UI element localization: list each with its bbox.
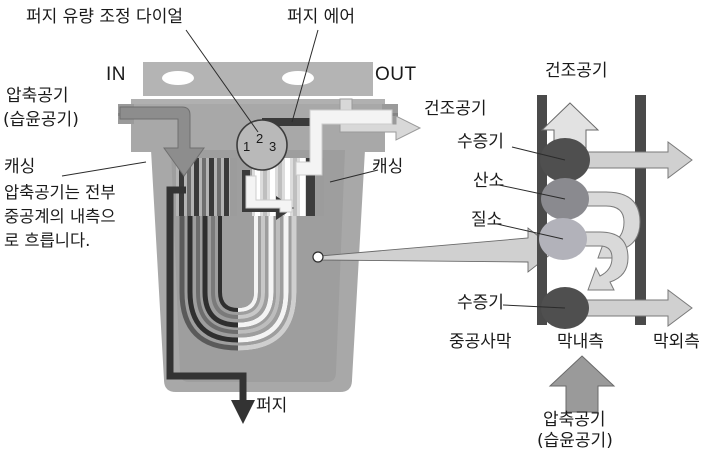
humid-air-in-arrow [548, 355, 616, 413]
port-out-label: OUT [375, 64, 417, 85]
casing-note-line-3: 로 흐릅니다. [4, 231, 91, 250]
callout-purge-air: 퍼지 에어 [287, 7, 355, 27]
callout-purge-flow-dial: 퍼지 유량 조정 다이얼 [26, 7, 183, 27]
membrane-wall-outer [635, 95, 646, 325]
casing-label-right: 캐싱 [372, 157, 404, 177]
hollow-fiber-bundle [176, 158, 324, 351]
inlet-label-compressed-air: 압축공기 [6, 86, 69, 106]
detail-label-membrane-inside: 막내측 [557, 332, 604, 352]
detail-label-water-vapor: 수증기 [457, 132, 504, 152]
dial-number-1: 1 [243, 139, 251, 154]
detail-top-label-dry-air: 건조공기 [545, 61, 608, 81]
detail-inlet-label-compressed-air: 압축공기 [543, 410, 606, 430]
detail-inlet-label-humid-air: (습윤공기) [537, 431, 613, 451]
purge-air-white-path [245, 109, 393, 213]
purge-outlet-label: 퍼지 [256, 396, 288, 416]
detail-label-water-vapor-bottom: 수증기 [457, 293, 504, 313]
inlet-label-humid-air: (습윤공기) [3, 110, 79, 130]
casing-note-line-2: 중공계의 내측으 [4, 207, 116, 226]
detail-label-hollow-fiber-membrane: 중공사막 [449, 332, 512, 352]
membrane-wall-inner [537, 95, 547, 325]
casing-label-left: 캐싱 [4, 157, 36, 177]
outlet-label-dry-air: 건조공기 [424, 99, 487, 119]
detail-label-oxygen: 산소 [473, 171, 505, 191]
purge-arrow-head [231, 400, 255, 424]
inlet-air-arrow [119, 106, 205, 177]
detail-label-nitrogen: 질소 [471, 210, 503, 230]
port-in-label: IN [106, 64, 126, 85]
leader-lines-left [61, 29, 379, 183]
dial-number-2: 2 [256, 131, 264, 146]
detail-label-membrane-outside: 막외측 [653, 332, 700, 352]
device-top-flange [143, 62, 373, 106]
purge-flow-dial[interactable] [236, 119, 288, 171]
oxygen-deflect-arrow [577, 191, 641, 259]
vapor-permeate-arrow-top [577, 141, 693, 179]
leader-lines-right [496, 146, 566, 309]
nitrogen-deflect-arrow [577, 231, 629, 291]
casing-note-line-1: 압축공기는 전부 [4, 183, 116, 202]
vapor-permeate-arrow-bottom [577, 289, 693, 327]
purge-drain-pipe [166, 186, 247, 404]
dial-number-3: 3 [269, 139, 277, 154]
